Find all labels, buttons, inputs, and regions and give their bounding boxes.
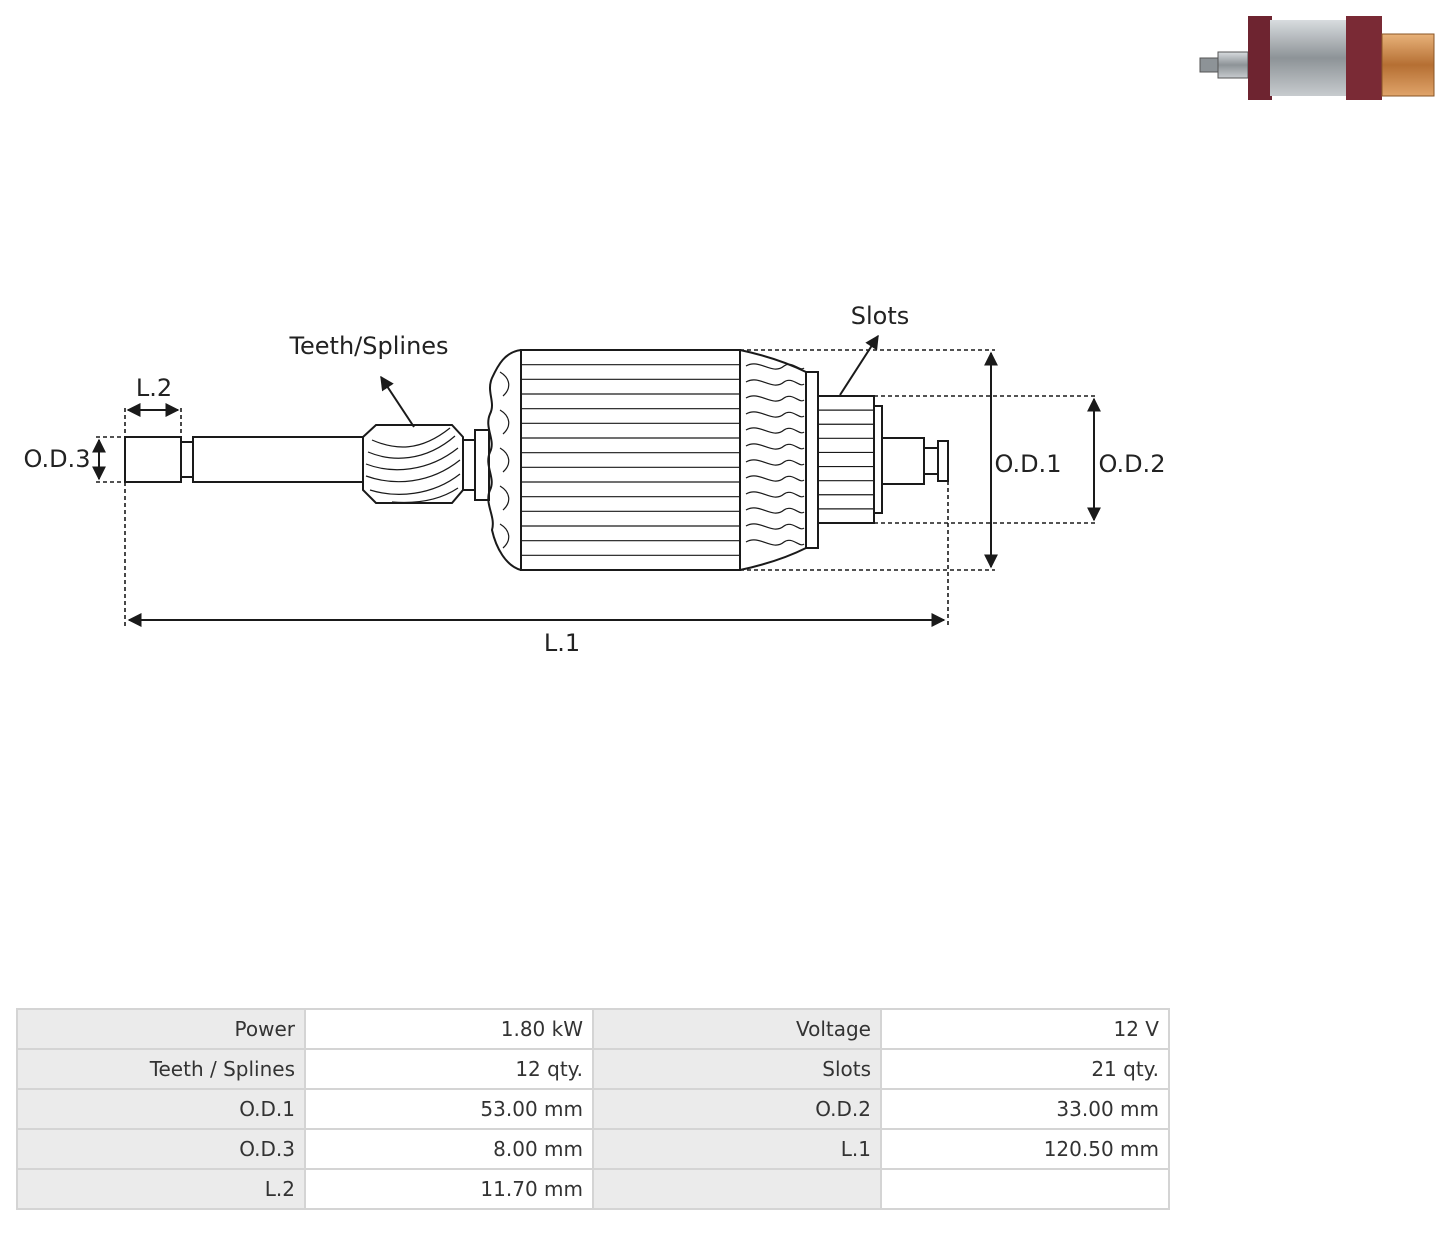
spec-label: Voltage xyxy=(592,1008,882,1050)
pinion-teeth-splines xyxy=(362,424,490,504)
spec-value: 33.00 mm xyxy=(880,1088,1170,1130)
label-l2: L.2 xyxy=(136,374,172,402)
spec-label: O.D.2 xyxy=(592,1088,882,1130)
winding-loop xyxy=(745,379,805,386)
spec-value: 8.00 mm xyxy=(304,1128,594,1170)
spec-label: Power xyxy=(16,1008,306,1050)
winding-loop xyxy=(745,475,805,482)
spec-label: L.1 xyxy=(592,1128,882,1170)
winding-loop xyxy=(745,539,805,546)
label-od2: O.D.2 xyxy=(1099,450,1166,478)
spec-label: Teeth / Splines xyxy=(16,1048,306,1090)
callout-slots: Slots xyxy=(839,302,910,396)
spec-value: 53.00 mm xyxy=(304,1088,594,1130)
shaft-stub xyxy=(124,436,194,483)
winding-loop xyxy=(745,427,805,434)
callout-teeth-splines: Teeth/Splines xyxy=(288,332,449,428)
spec-label xyxy=(592,1168,882,1210)
dimension-l2: L.2 xyxy=(124,374,182,437)
spec-value: 120.50 mm xyxy=(880,1128,1170,1170)
dimension-od2: O.D.2 xyxy=(874,395,1166,524)
armature-diagram: L.2 O.D.3 L.1 O.D.1 O.D.2 Teeth/Splines … xyxy=(24,16,1435,657)
spec-label: O.D.3 xyxy=(16,1128,306,1170)
label-od3: O.D.3 xyxy=(24,445,91,473)
rear-shaft xyxy=(881,437,949,485)
winding-loop xyxy=(745,443,805,450)
label-od1: O.D.1 xyxy=(995,450,1062,478)
spec-value xyxy=(880,1168,1170,1210)
front-winding xyxy=(739,349,819,571)
winding-loop xyxy=(745,411,805,418)
armature-core xyxy=(520,349,741,571)
commutator-slots xyxy=(817,395,883,524)
winding-loop xyxy=(745,459,805,466)
spec-value: 12 qty. xyxy=(304,1048,594,1090)
rear-winding xyxy=(487,349,522,571)
spec-value: 1.80 kW xyxy=(304,1008,594,1050)
dimension-od3: O.D.3 xyxy=(24,436,125,483)
spec-value: 12 V xyxy=(880,1008,1170,1050)
dimension-l1: L.1 xyxy=(124,481,949,657)
spec-value: 21 qty. xyxy=(880,1048,1170,1090)
spec-value: 11.70 mm xyxy=(304,1168,594,1210)
spec-label: L.2 xyxy=(16,1168,306,1210)
spec-label: Slots xyxy=(592,1048,882,1090)
shaft xyxy=(192,436,364,483)
spec-label: O.D.1 xyxy=(16,1088,306,1130)
winding-loop xyxy=(745,395,805,402)
label-slots: Slots xyxy=(851,302,910,330)
winding-loop xyxy=(745,523,805,530)
product-thumbnail xyxy=(1199,16,1435,100)
label-teeth-splines: Teeth/Splines xyxy=(288,332,448,360)
winding-loop xyxy=(745,363,805,370)
winding-loop xyxy=(745,507,805,514)
label-l1: L.1 xyxy=(544,629,580,657)
winding-loop xyxy=(745,491,805,498)
